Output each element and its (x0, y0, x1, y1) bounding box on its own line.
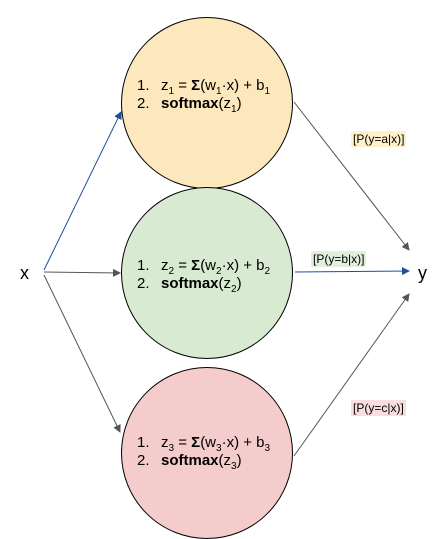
output-y-label: y (418, 263, 427, 283)
edge-x-to-c (43, 274, 121, 433)
prob-label-b: [P(y=b|x)] (311, 251, 367, 267)
edge-x-to-a (43, 111, 122, 271)
circle-node-a (121, 17, 293, 189)
edge-a-to-y (293, 101, 410, 251)
prob-label-c: [P(y=c|x)] (351, 400, 406, 416)
circle-node-b (121, 187, 293, 359)
circle-node-c (121, 367, 293, 539)
input-x-label: x (20, 263, 29, 283)
edge-b-to-y (294, 267, 410, 276)
edge-x-to-b (43, 268, 121, 277)
prob-label-a: [P(y=a|x)] (351, 131, 407, 147)
edge-c-to-y (293, 293, 410, 457)
